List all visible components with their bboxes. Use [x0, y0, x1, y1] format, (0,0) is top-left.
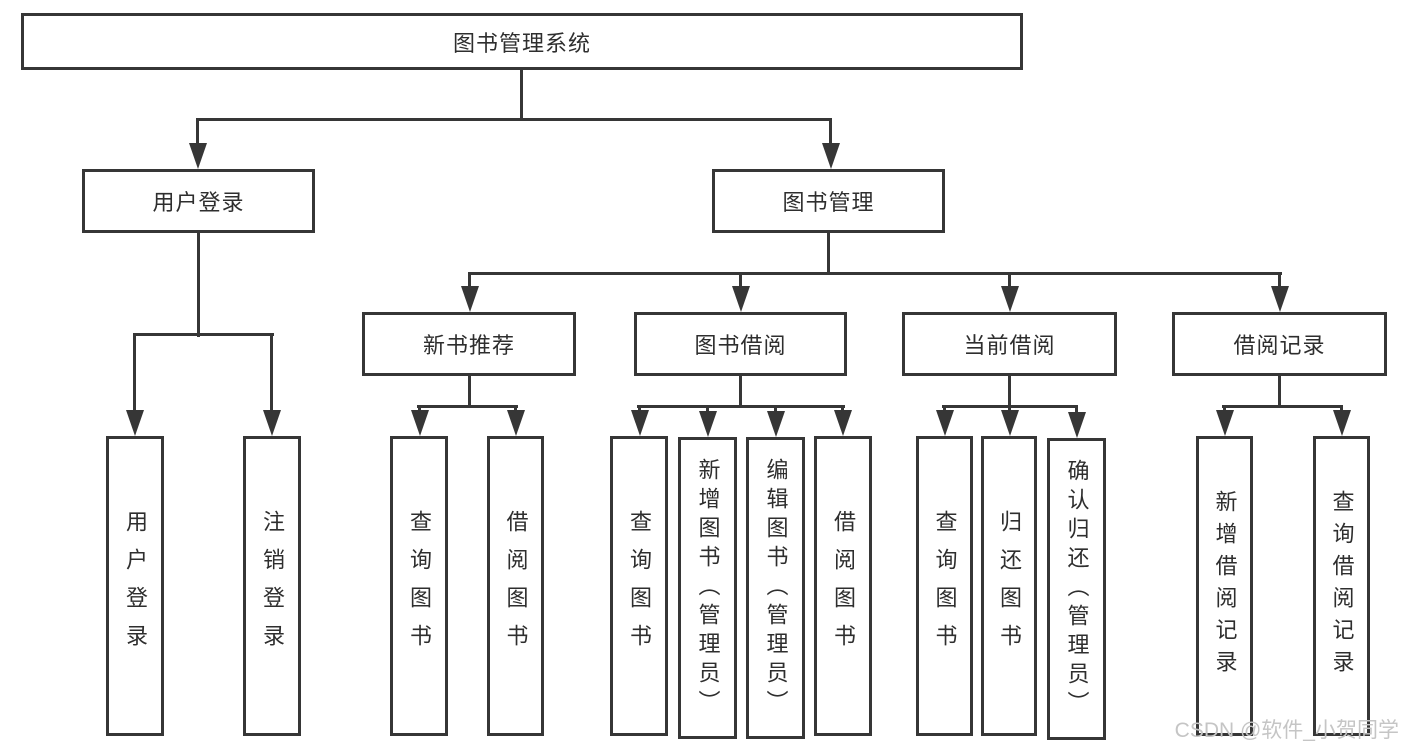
arrow-shaft: [196, 118, 199, 159]
add-borrow-record-node: 新增借阅记录: [1196, 436, 1253, 736]
query-borrow-record-label: 查询借阅记录: [1329, 490, 1355, 682]
query-books-current-label: 查询图书: [932, 510, 958, 662]
new-book-recommend-node: 新书推荐: [362, 312, 576, 376]
arrow-down-icon: [834, 410, 852, 436]
user-login-branch-node: 用户登录: [82, 169, 315, 233]
borrow-books-recommend-label: 借阅图书: [503, 510, 529, 662]
query-books-borrowing-label: 查询图书: [627, 510, 652, 662]
borrowing-records-label: 借阅记录: [1233, 333, 1326, 358]
arrow-down-icon: [699, 411, 717, 437]
arrow-down-icon: [507, 410, 525, 436]
query-books-borrowing-node: 查询图书: [610, 436, 668, 736]
query-borrow-record-node: 查询借阅记录: [1313, 436, 1370, 736]
arrow-down-icon: [126, 410, 144, 436]
connector-line: [417, 405, 518, 408]
connector-line: [1278, 376, 1281, 408]
arrow-down-icon: [1068, 412, 1086, 438]
csdn-watermark: CSDN @软件_小贺同学: [1174, 719, 1399, 742]
return-books-label: 归还图书: [997, 510, 1022, 662]
arrow-down-icon: [822, 143, 840, 169]
current-borrowing-node: 当前借阅: [902, 312, 1117, 376]
book-borrowing-label: 图书借阅: [694, 333, 787, 358]
add-books-admin-node: 新增图书（管理员）: [678, 437, 737, 739]
edit-books-admin-label: 编辑图书（管理员）: [763, 457, 789, 719]
arrow-down-icon: [732, 286, 750, 312]
query-books-recommend-label: 查询图书: [407, 510, 432, 662]
connector-line: [1222, 405, 1343, 408]
connector-line: [637, 405, 845, 408]
arrow-down-icon: [1001, 410, 1019, 436]
book-management-branch-node: 图书管理: [712, 169, 945, 233]
logout-leaf-node: 注销登录: [243, 436, 301, 736]
connector-line: [468, 272, 1282, 275]
connector-line: [1008, 376, 1011, 408]
connector-line: [520, 69, 523, 121]
borrow-books-recommend-node: 借阅图书: [487, 436, 544, 736]
arrow-down-icon: [1333, 410, 1351, 436]
arrow-down-icon: [767, 411, 785, 437]
confirm-return-admin-label: 确认归还（管理员）: [1064, 458, 1090, 720]
add-borrow-record-label: 新增借阅记录: [1212, 490, 1238, 682]
arrow-shaft: [133, 333, 136, 426]
arrow-down-icon: [631, 410, 649, 436]
arrow-down-icon: [1271, 286, 1289, 312]
arrow-shaft: [270, 333, 273, 426]
book-management-branch-label: 图书管理: [782, 190, 875, 215]
connector-line: [196, 118, 832, 121]
confirm-return-admin-node: 确认归还（管理员）: [1047, 438, 1106, 740]
arrow-down-icon: [936, 410, 954, 436]
add-books-admin-label: 新增图书（管理员）: [695, 457, 721, 719]
connector-line: [197, 233, 200, 337]
arrow-down-icon: [263, 410, 281, 436]
connector-line: [827, 233, 830, 275]
root-system-label: 图书管理系统: [452, 30, 591, 56]
logout-leaf-label: 注销登录: [260, 510, 285, 662]
arrow-down-icon: [461, 286, 479, 312]
current-borrowing-label: 当前借阅: [963, 333, 1056, 358]
borrow-books-leaf-label: 借阅图书: [831, 510, 856, 662]
arrow-down-icon: [411, 410, 429, 436]
arrow-down-icon: [189, 143, 207, 169]
book-borrowing-node: 图书借阅: [634, 312, 847, 376]
borrowing-records-node: 借阅记录: [1172, 312, 1387, 376]
query-books-recommend-node: 查询图书: [390, 436, 448, 736]
connector-line: [739, 376, 742, 408]
new-book-recommend-label: 新书推荐: [422, 333, 515, 358]
query-books-current-node: 查询图书: [916, 436, 973, 736]
borrow-books-leaf-node: 借阅图书: [814, 436, 872, 736]
connector-line: [133, 333, 274, 336]
arrow-down-icon: [1001, 286, 1019, 312]
root-system-node: 图书管理系统: [21, 13, 1023, 70]
connector-line: [468, 376, 471, 408]
arrow-shaft: [829, 118, 832, 159]
arrow-down-icon: [1216, 410, 1234, 436]
user-login-leaf-node: 用户登录: [106, 436, 164, 736]
return-books-node: 归还图书: [981, 436, 1037, 736]
edit-books-admin-node: 编辑图书（管理员）: [746, 437, 805, 739]
user-login-leaf-label: 用户登录: [123, 510, 148, 662]
user-login-branch-label: 用户登录: [152, 190, 245, 215]
